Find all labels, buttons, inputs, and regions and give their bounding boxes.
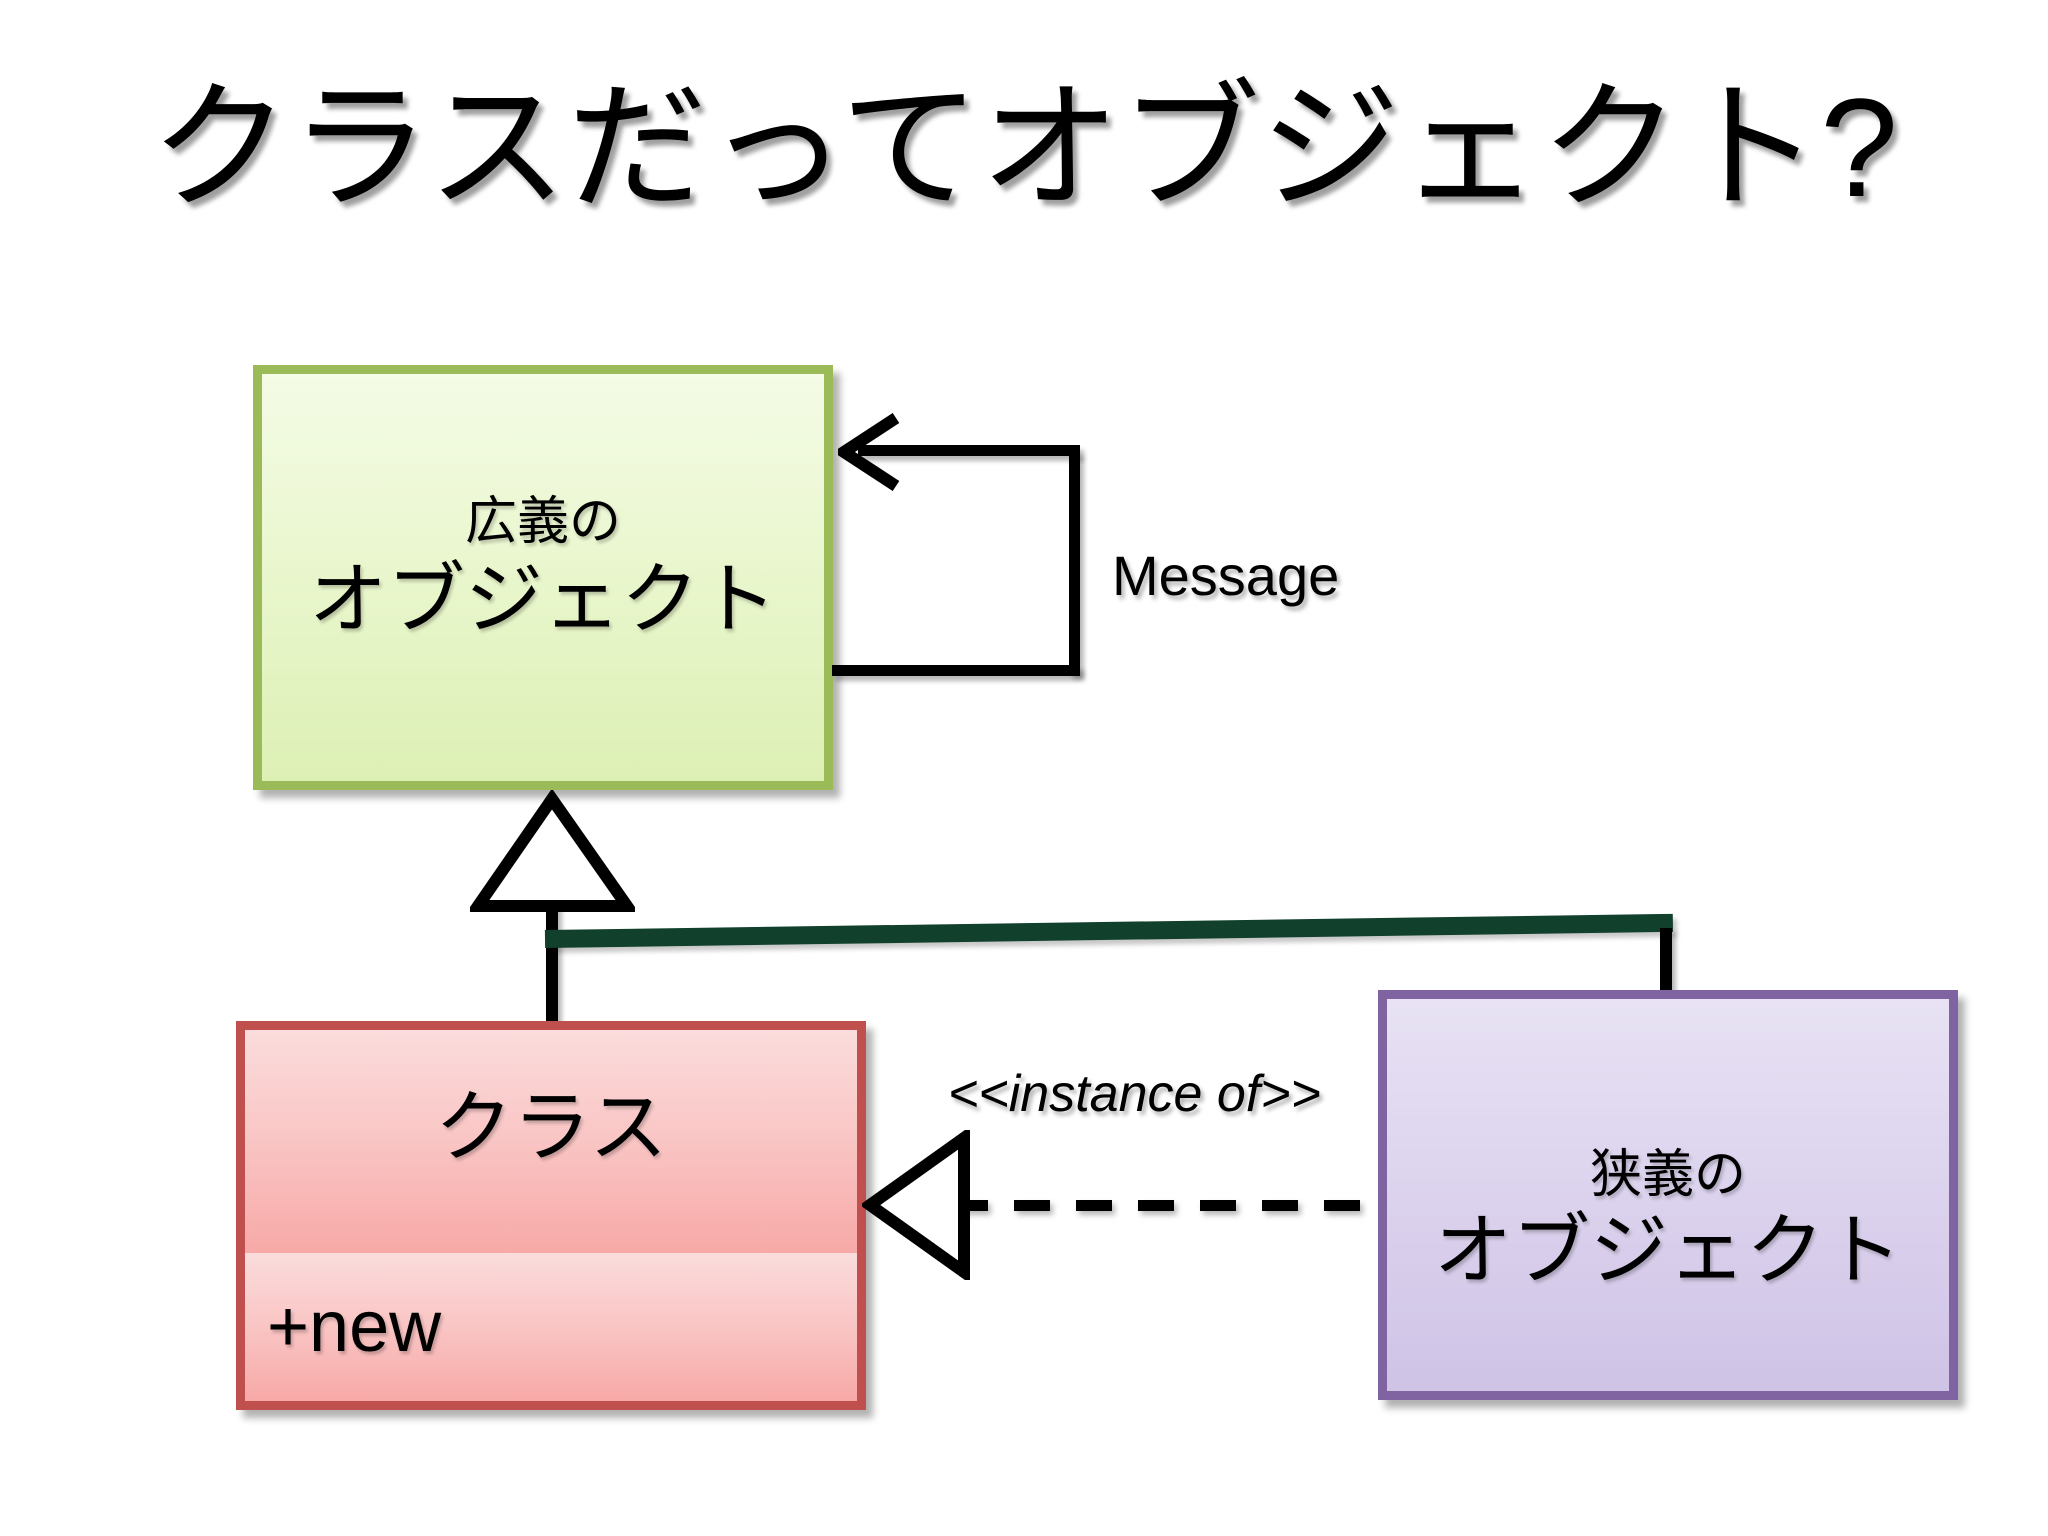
instance-of-dashed-line [952,1200,1384,1211]
class-operation-new: +new [267,1287,442,1367]
generalization-triangle-icon [470,790,635,912]
generalization-stem [546,900,558,1028]
generalization-branch-drop [1660,928,1672,998]
class-operations-compartment: +new [245,1253,857,1401]
node-object-narrow-name: オブジェクト [1433,1206,1902,1294]
node-object-narrow-qualifier: 狭義の [1589,1146,1746,1204]
node-object-broad-name: オブジェクト [308,555,777,643]
class-name-compartment: クラス [245,1030,857,1262]
self-message-line-bottom [832,665,1080,676]
generalization-branch-line [544,913,1674,948]
class-name-label: クラス [434,1083,668,1171]
self-message-line-top [858,445,1080,456]
node-object-narrow[interactable]: 狭義の オブジェクト [1378,990,1958,1400]
node-object-broad[interactable]: 広義の オブジェクト [253,365,833,790]
node-class[interactable]: クラス +new [236,1021,866,1410]
page-title: クラスだってオブジェクト? [149,69,1899,226]
self-message-arrowhead-icon [838,412,900,492]
self-message-line-right [1069,452,1080,674]
instance-of-arrowhead-icon [862,1130,970,1280]
self-message-label: Message [1112,544,1340,607]
instance-of-label: <<instance of>> [948,1065,1321,1123]
node-object-broad-qualifier: 広義の [464,493,621,551]
